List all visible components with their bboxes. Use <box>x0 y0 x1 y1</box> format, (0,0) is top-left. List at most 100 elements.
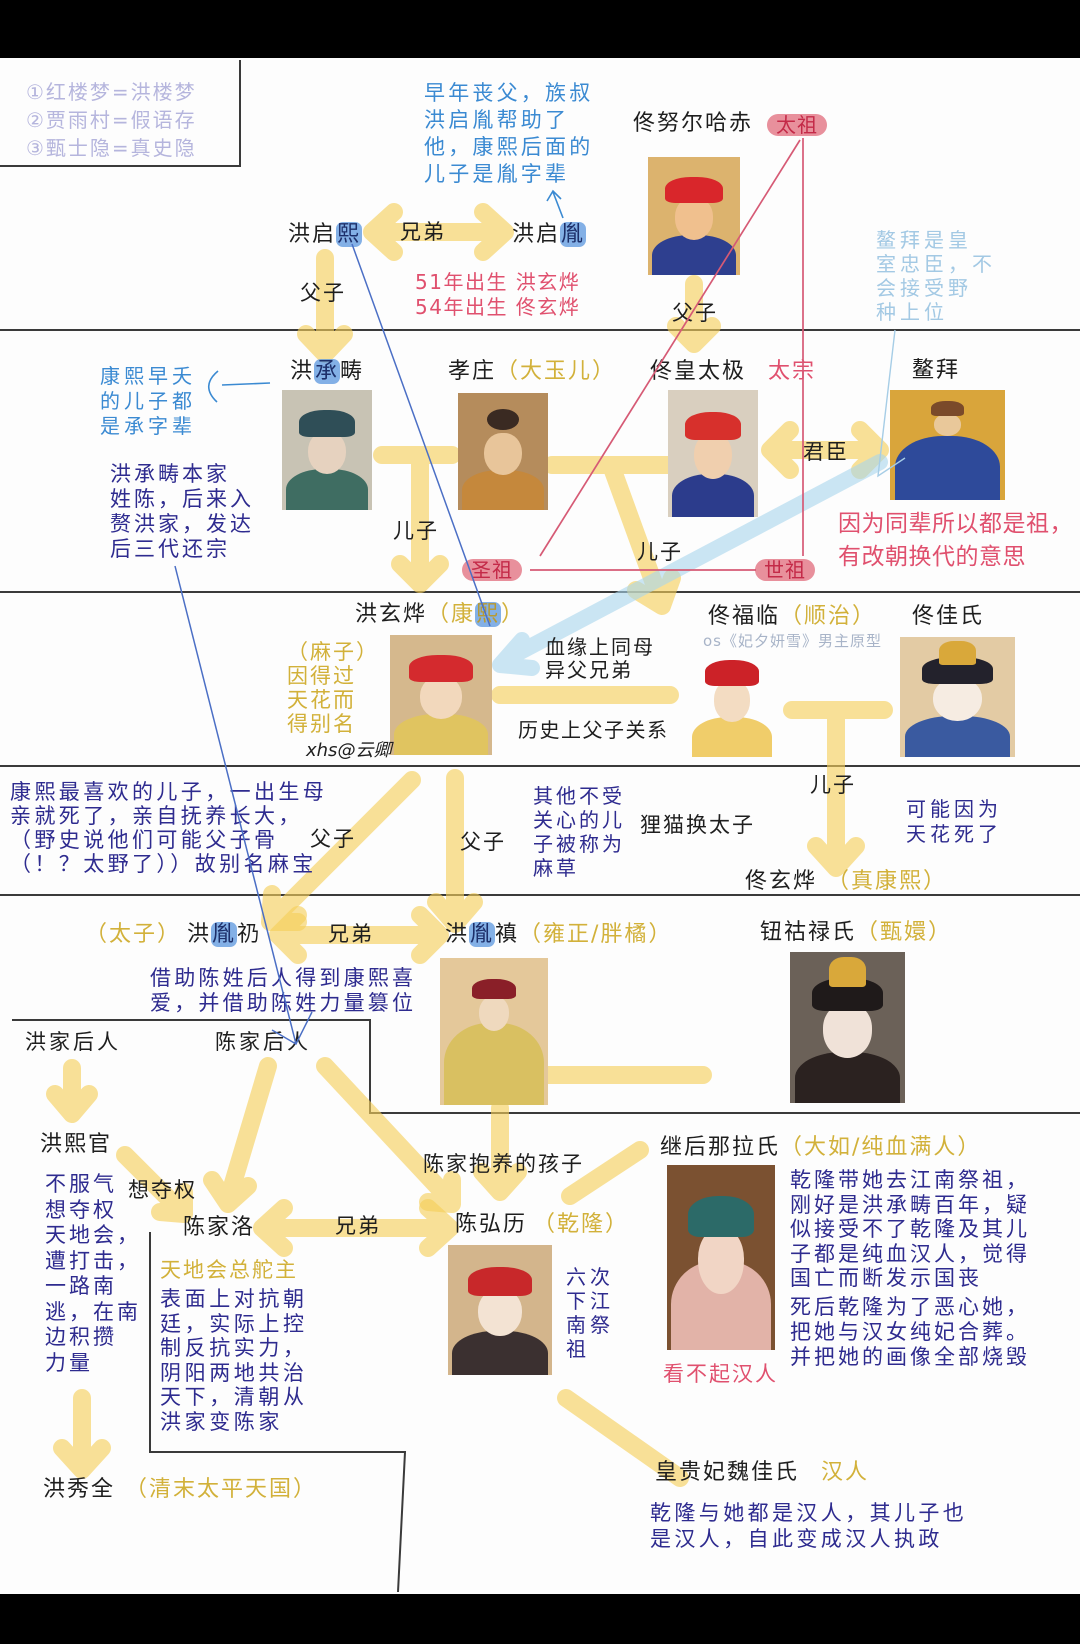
node-hong-yinzhen-yongzheng: 洪胤禛（雍正/胖橘） <box>445 922 672 947</box>
note-line: 制反抗实力， <box>160 1336 308 1360</box>
chen-jialuo-title: 天地会总舵主 <box>160 1258 298 1282</box>
node-hong-xiuquan: 洪秀全 （清末太平天国） <box>43 1479 317 1501</box>
portrait-yongzheng <box>440 958 548 1105</box>
note-line: 血缘上同母 <box>545 635 655 659</box>
node-hong-qixi: 洪启熙 <box>288 222 363 247</box>
son-label: 儿子 <box>810 773 856 797</box>
name-text: 孝庄 <box>448 359 497 384</box>
node-tongjia: 佟佳氏 <box>912 604 985 629</box>
note-line: 是承字辈 <box>100 414 196 438</box>
birth-note: 51年出生 洪玄烨 54年出生 佟玄烨 <box>415 270 580 320</box>
note-line: 洪承畴本家 <box>110 462 230 486</box>
son-label: 儿子 <box>393 519 439 543</box>
note-line: 因得过 <box>287 664 356 688</box>
father-son-label: 父子 <box>310 827 356 851</box>
name-text: 佟玄烨 <box>745 869 818 894</box>
portrait-nala <box>667 1165 775 1350</box>
legend-line: ②贾雨村=假语存 <box>26 108 197 132</box>
chen-jialuo-note: 表面上对抗朝 廷，实际上控 制反抗实力， 阴阳两地共治 天下，清朝从 洪家变陈家 <box>160 1287 308 1434</box>
title-text: （太子） <box>85 922 182 947</box>
alias-text: （清末太平天国） <box>125 1477 318 1502</box>
note-line: 得别名 <box>287 712 356 736</box>
note-line: 刚好是洪承畴百年，疑 <box>790 1192 1030 1217</box>
note-line: 有改朝换代的意思 <box>838 544 1026 570</box>
temple-name-shizu-badge: 世祖 <box>755 559 815 581</box>
note-line: 似接受不了乾隆及其儿 <box>790 1217 1030 1241</box>
name-text: 禛 <box>495 922 520 947</box>
note-line: 借助陈姓后人得到康熙喜 <box>150 966 417 990</box>
portrait-shunzhi <box>688 640 776 757</box>
chengchou-origin-note: 洪承畴本家 姓陈，后来入 赘洪家，发达 后三代还宗 <box>110 462 254 562</box>
yongzheng-note: 借助陈姓后人得到康熙喜 爱，并借助陈姓力量篡位 <box>150 966 416 1016</box>
node-hong-taiji: 佟皇太极 <box>650 359 747 384</box>
zu-explanation-note: 因为同辈所以都是祖， 有改朝换代的意思 <box>838 508 1073 574</box>
node-hong-qiyin: 洪启胤 <box>512 222 587 247</box>
note-line: 子都是纯血汉人，觉得 <box>790 1241 1030 1266</box>
generation-char-highlight: 胤 <box>211 922 238 947</box>
alias-text: ） <box>501 602 526 627</box>
note-line: 下江 <box>566 1289 614 1313</box>
note-line: 逃，在南 <box>45 1299 141 1324</box>
portrait-kangxi <box>390 635 492 755</box>
father-son-label: 父子 <box>460 830 506 854</box>
nala-attitude-tag: 看不起汉人 <box>663 1362 778 1386</box>
note-line: 并把她的画像全部烧毁 <box>790 1345 1030 1369</box>
six-southern-tours-note: 六次 下江 南祭 祖 <box>566 1265 614 1361</box>
note-line: 天花而 <box>287 688 356 712</box>
note-line: 因为同辈所以都是祖， <box>838 511 1073 537</box>
note-line: 异父兄弟 <box>545 658 633 682</box>
note-line: 鳌拜是皇 <box>876 228 972 252</box>
shunzhi-aside-note: os《妃夕妍雪》男主原型 <box>703 632 882 650</box>
note-line: 关心的儿 <box>533 808 625 832</box>
brothers-label: 兄弟 <box>328 922 374 946</box>
node-niuhulu-zhenhuan: 钮祜禄氏（甄嬛） <box>760 922 952 944</box>
brothers-label: 兄弟 <box>335 1214 381 1238</box>
portrait-xiaozhuang <box>458 393 548 510</box>
alias-text: （大玉儿） <box>496 359 617 384</box>
note-line: 一路南 <box>45 1274 117 1298</box>
generation-char-highlight: 承 <box>314 359 341 384</box>
name-text: 钮祜禄氏 <box>760 920 857 945</box>
portrait-oboi <box>890 390 1005 500</box>
note-line: 乾隆带她去江南祭祖， <box>790 1168 1030 1192</box>
note-line: 南祭 <box>566 1313 614 1337</box>
portrait-nurhaci <box>648 157 740 275</box>
note-line: 儿子是胤字辈 <box>424 162 570 186</box>
alias-text: （甄嬛） <box>856 920 953 945</box>
name-text: 陈弘历 <box>455 1212 528 1237</box>
note-line: 亲就死了，亲自抚养长大， <box>10 804 303 828</box>
name-text: 洪秀全 <box>43 1477 116 1502</box>
generation-char-highlight: 胤 <box>560 222 587 247</box>
note-line: 把她与汉女纯妃合葬。 <box>790 1320 1030 1344</box>
temple-name-taizu-badge: 太祖 <box>767 114 827 136</box>
kangxi-sons-note: 康熙早夭 的儿子都 是承字辈 <box>100 364 196 439</box>
note-line: 边积攒 <box>45 1325 117 1349</box>
note-line: 不服气 <box>45 1172 117 1196</box>
name-text: 佟福临 <box>708 604 781 629</box>
node-hong-xiguan: 洪熙官 <box>40 1132 113 1157</box>
note-line: 死后乾隆为了恶心她， <box>790 1295 1030 1319</box>
note-line: 洪启胤帮助了 <box>424 108 570 132</box>
note-line: 他，康熙后面的 <box>424 135 594 159</box>
node-tong-fulin-shunzhi: 佟福临（顺治） <box>708 606 876 628</box>
adopted-child-label: 陈家抱养的孩子 <box>423 1152 584 1176</box>
blood-relation-note: 血缘上同母 异父兄弟 <box>545 636 655 682</box>
note-line: 种上位 <box>876 300 948 324</box>
name-text: 畴 <box>340 359 365 384</box>
alias-text: （真康熙） <box>827 869 948 894</box>
note-line: 康熙最喜欢的儿子，一出生母 <box>10 780 328 804</box>
name-text: 洪 <box>187 922 212 947</box>
note-line: 其他不受 <box>533 784 625 808</box>
father-son-label: 父子 <box>300 281 346 305</box>
note-line: 后三代还宗 <box>110 537 230 561</box>
legend-line: ①红楼梦=洪楼梦 <box>26 80 197 104</box>
note-line: 天下，清朝从 <box>160 1385 308 1409</box>
alias-text: （康 <box>427 602 476 627</box>
smallpox-note: 可能因为 天花死了 <box>906 797 1002 847</box>
name-text: 洪启 <box>512 222 561 247</box>
name-text: 洪 <box>445 922 470 947</box>
node-oboi: 鳌拜 <box>912 358 961 383</box>
note-line: 天花死了 <box>906 822 1002 846</box>
note-line: 廷，实际上控 <box>160 1311 308 1336</box>
note-line: 会接受野 <box>876 276 972 300</box>
